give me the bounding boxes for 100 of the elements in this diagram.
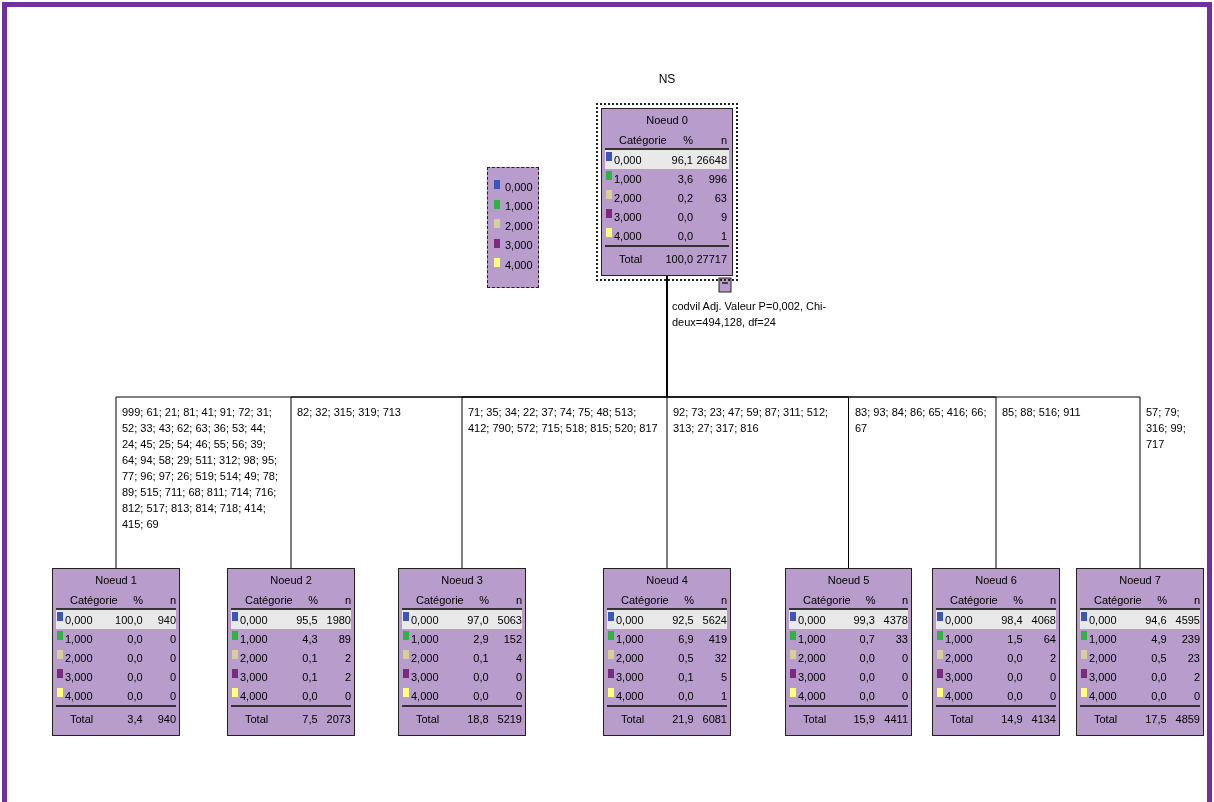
table-cell: 1,000 bbox=[616, 632, 644, 645]
table-cell: 0,0 bbox=[1151, 670, 1167, 683]
table-cell: 4 bbox=[515, 651, 522, 664]
node-title: Noeud 7 bbox=[1118, 574, 1162, 586]
table-cell: 4,000 bbox=[65, 689, 93, 702]
table-cell: 4134 bbox=[1031, 713, 1056, 725]
table-cell: 96,1 bbox=[671, 153, 693, 166]
table-cell: 1 bbox=[720, 689, 727, 702]
table-cell: 152 bbox=[503, 632, 522, 645]
table-cell: 1,000 bbox=[1089, 632, 1117, 645]
column-header: Catégorie bbox=[245, 593, 293, 606]
table-cell: 2 bbox=[1049, 651, 1056, 664]
column-header: Catégorie bbox=[803, 593, 851, 606]
table-cell: 6,9 bbox=[678, 632, 694, 645]
table-cell: 940 bbox=[157, 713, 176, 725]
tree-node bbox=[227, 568, 355, 736]
table-cell: 0 bbox=[169, 632, 176, 645]
column-header: Catégorie bbox=[950, 593, 998, 606]
table-cell: 0,1 bbox=[678, 670, 694, 683]
node-title: Noeud 6 bbox=[974, 574, 1018, 586]
table-cell: 0,0 bbox=[1007, 651, 1023, 664]
table-cell: 0,000 bbox=[411, 613, 439, 626]
column-header: n bbox=[720, 133, 727, 146]
table-cell: 0 bbox=[515, 689, 522, 702]
table-cell: 0,0 bbox=[127, 651, 143, 664]
table-cell: 3,000 bbox=[411, 670, 439, 683]
table-cell: 0,0 bbox=[1007, 689, 1023, 702]
table-cell: 32 bbox=[714, 651, 727, 664]
column-header: % bbox=[684, 593, 695, 606]
table-cell: 0,000 bbox=[616, 613, 644, 626]
table-cell: 2,9 bbox=[473, 632, 489, 645]
table-cell: 1,000 bbox=[614, 172, 642, 185]
table-cell: 0,000 bbox=[65, 613, 93, 626]
table-cell: 0,0 bbox=[1007, 670, 1023, 683]
node-title: Noeud 1 bbox=[94, 574, 138, 586]
table-cell: 0,0 bbox=[859, 689, 875, 702]
column-header: n bbox=[901, 593, 908, 606]
table-cell: 4,000 bbox=[798, 689, 826, 702]
table-cell: 5219 bbox=[497, 713, 522, 725]
table-cell: 0,1 bbox=[302, 651, 318, 664]
table-cell: 95,5 bbox=[296, 613, 318, 626]
table-cell: 0 bbox=[344, 689, 351, 702]
table-cell: 1980 bbox=[326, 613, 351, 626]
table-cell: 4595 bbox=[1175, 613, 1200, 626]
column-header: n bbox=[720, 593, 727, 606]
table-cell: 15,9 bbox=[853, 713, 875, 725]
table-cell: 0,0 bbox=[127, 689, 143, 702]
table-cell: 1,000 bbox=[240, 632, 268, 645]
table-cell: 1,000 bbox=[65, 632, 93, 645]
table-cell: 2,000 bbox=[616, 651, 644, 664]
table-cell: Total bbox=[70, 713, 94, 725]
table-cell: 3,000 bbox=[1089, 670, 1117, 683]
table-cell: 2,000 bbox=[411, 651, 439, 664]
table-cell: 0 bbox=[901, 689, 908, 702]
table-cell: 940 bbox=[157, 613, 176, 626]
table-cell: 4068 bbox=[1031, 613, 1056, 626]
table-cell: 4,000 bbox=[240, 689, 268, 702]
table-cell: 0 bbox=[901, 651, 908, 664]
legend-label: 2,000 bbox=[505, 219, 533, 232]
table-cell: Total bbox=[416, 713, 440, 725]
table-cell: Total bbox=[619, 253, 643, 265]
table-cell: 3,000 bbox=[945, 670, 973, 683]
table-cell: 3,000 bbox=[240, 670, 268, 683]
table-cell: 33 bbox=[895, 632, 908, 645]
table-cell: 0,2 bbox=[677, 191, 693, 204]
table-cell: 92,5 bbox=[672, 613, 694, 626]
table-cell: 14,9 bbox=[1001, 713, 1023, 725]
column-header: % bbox=[1157, 593, 1168, 606]
table-cell: 0,5 bbox=[678, 651, 694, 664]
column-header: % bbox=[479, 593, 490, 606]
table-cell: 4,000 bbox=[1089, 689, 1117, 702]
table-cell: 4,000 bbox=[411, 689, 439, 702]
table-cell: 0,000 bbox=[240, 613, 268, 626]
table-cell: 0 bbox=[169, 651, 176, 664]
node-title: Noeud 4 bbox=[645, 574, 689, 586]
table-cell: 0,1 bbox=[473, 651, 489, 664]
title: NS bbox=[657, 72, 677, 86]
table-cell: 97,0 bbox=[467, 613, 489, 626]
table-cell: 0,0 bbox=[677, 210, 693, 223]
table-cell: 3,6 bbox=[677, 172, 693, 185]
node-title: Noeud 3 bbox=[440, 574, 484, 586]
table-cell: 0,0 bbox=[859, 670, 875, 683]
table-cell: 0,0 bbox=[1151, 689, 1167, 702]
table-cell: 3,000 bbox=[65, 670, 93, 683]
tree-node bbox=[603, 568, 731, 736]
table-cell: 3,000 bbox=[616, 670, 644, 683]
table-cell: 2,000 bbox=[945, 651, 973, 664]
table-cell: 996 bbox=[708, 172, 727, 185]
node-title: Noeud 2 bbox=[269, 574, 313, 586]
column-header: % bbox=[1013, 593, 1024, 606]
column-header: n bbox=[169, 593, 176, 606]
table-cell: 1,000 bbox=[945, 632, 973, 645]
table-cell: 419 bbox=[708, 632, 727, 645]
table-cell: 99,3 bbox=[853, 613, 875, 626]
table-cell: 0,000 bbox=[798, 613, 826, 626]
tree-node bbox=[932, 568, 1060, 736]
table-cell: 0,000 bbox=[1089, 613, 1117, 626]
table-cell: Total bbox=[950, 713, 974, 725]
table-cell: 4,000 bbox=[945, 689, 973, 702]
table-cell: 3,4 bbox=[127, 713, 143, 725]
